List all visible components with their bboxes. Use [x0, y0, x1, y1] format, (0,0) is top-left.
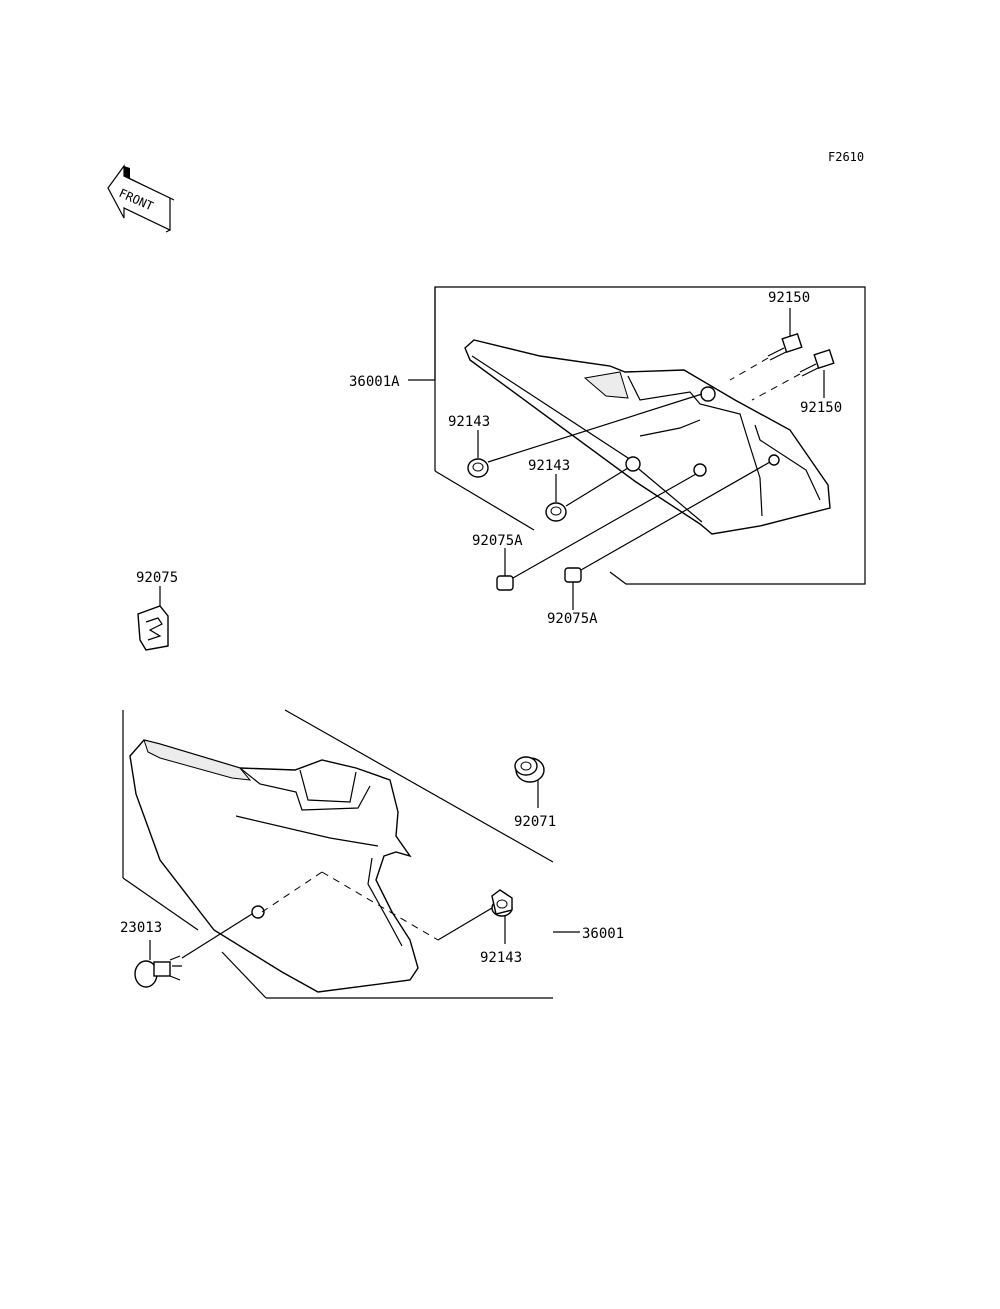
damper-icon [496, 473, 697, 591]
fastener-icon [134, 913, 253, 988]
label-92143-a: 92143 [448, 414, 490, 430]
label-92075: 92075 [136, 570, 178, 586]
bolt-icon [751, 348, 835, 401]
label-36001: 36001 [582, 926, 624, 942]
label-92143-b: 92143 [528, 458, 570, 474]
side-cover-a [464, 339, 831, 535]
collar-icon [437, 889, 513, 944]
front-arrow-label: FRONT [117, 186, 156, 213]
label-36001A: 36001A [349, 374, 400, 390]
label-92150-right: 92150 [800, 400, 842, 416]
side-cover [129, 739, 439, 993]
bolt-icon [729, 332, 803, 381]
label-92071: 92071 [514, 814, 556, 830]
collar-icon [545, 467, 629, 522]
damper-clip-icon [137, 586, 169, 651]
lower-assembly [122, 709, 580, 999]
collar-icon [467, 393, 703, 478]
label-92150-top: 92150 [768, 290, 810, 306]
figure-code: F2610 [828, 150, 864, 164]
label-92075A-a: 92075A [472, 533, 523, 549]
front-arrow-icon: FRONT [107, 164, 175, 233]
upper-assembly [408, 286, 866, 610]
label-92075A-b: 92075A [547, 611, 598, 627]
grommet-icon [514, 756, 545, 808]
label-92143-c: 92143 [480, 950, 522, 966]
label-23013: 23013 [120, 920, 162, 936]
